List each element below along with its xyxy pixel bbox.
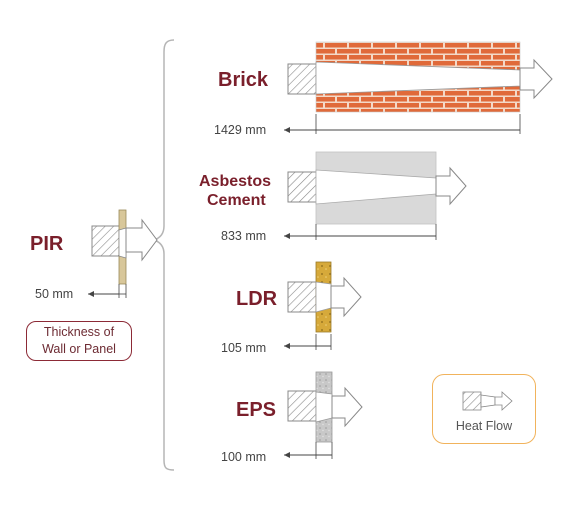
eps-illustration (287, 371, 363, 443)
eps-label: EPS (236, 399, 276, 421)
ldr-label: LDR (236, 288, 278, 310)
heat-flow-legend-label: Heat Flow (455, 419, 513, 433)
asbestos-illustration (287, 151, 467, 225)
grouping-brace (151, 39, 175, 471)
heat-flow-icon (462, 391, 513, 411)
ldr-dimension (284, 334, 332, 350)
pir-label: PIR (30, 233, 64, 255)
asbestos-dimension (284, 224, 437, 240)
pir-thickness: 50 mm (35, 287, 73, 301)
pir-illustration (91, 209, 158, 285)
brick-label: Brick (218, 69, 269, 91)
eps-dimension (284, 442, 333, 459)
eps-thickness: 100 mm (221, 450, 266, 464)
asbestos-label-line2: Cement (207, 192, 266, 209)
ldr-thickness: 105 mm (221, 341, 266, 355)
heat-flow-legend-box: Heat Flow (432, 374, 536, 444)
pir-dimension (88, 284, 127, 298)
brick-thickness: 1429 mm (214, 123, 266, 137)
thickness-legend-line1: Thickness of (43, 325, 115, 339)
brick-illustration (287, 41, 553, 113)
ldr-illustration (287, 261, 362, 333)
thickness-legend-line2: Wall or Panel (42, 342, 116, 356)
thickness-legend-box: Thickness of Wall or Panel (26, 321, 132, 361)
brick-dimension (284, 114, 521, 134)
asbestos-label-line1: Asbestos (199, 173, 271, 190)
asbestos-thickness: 833 mm (221, 229, 266, 243)
